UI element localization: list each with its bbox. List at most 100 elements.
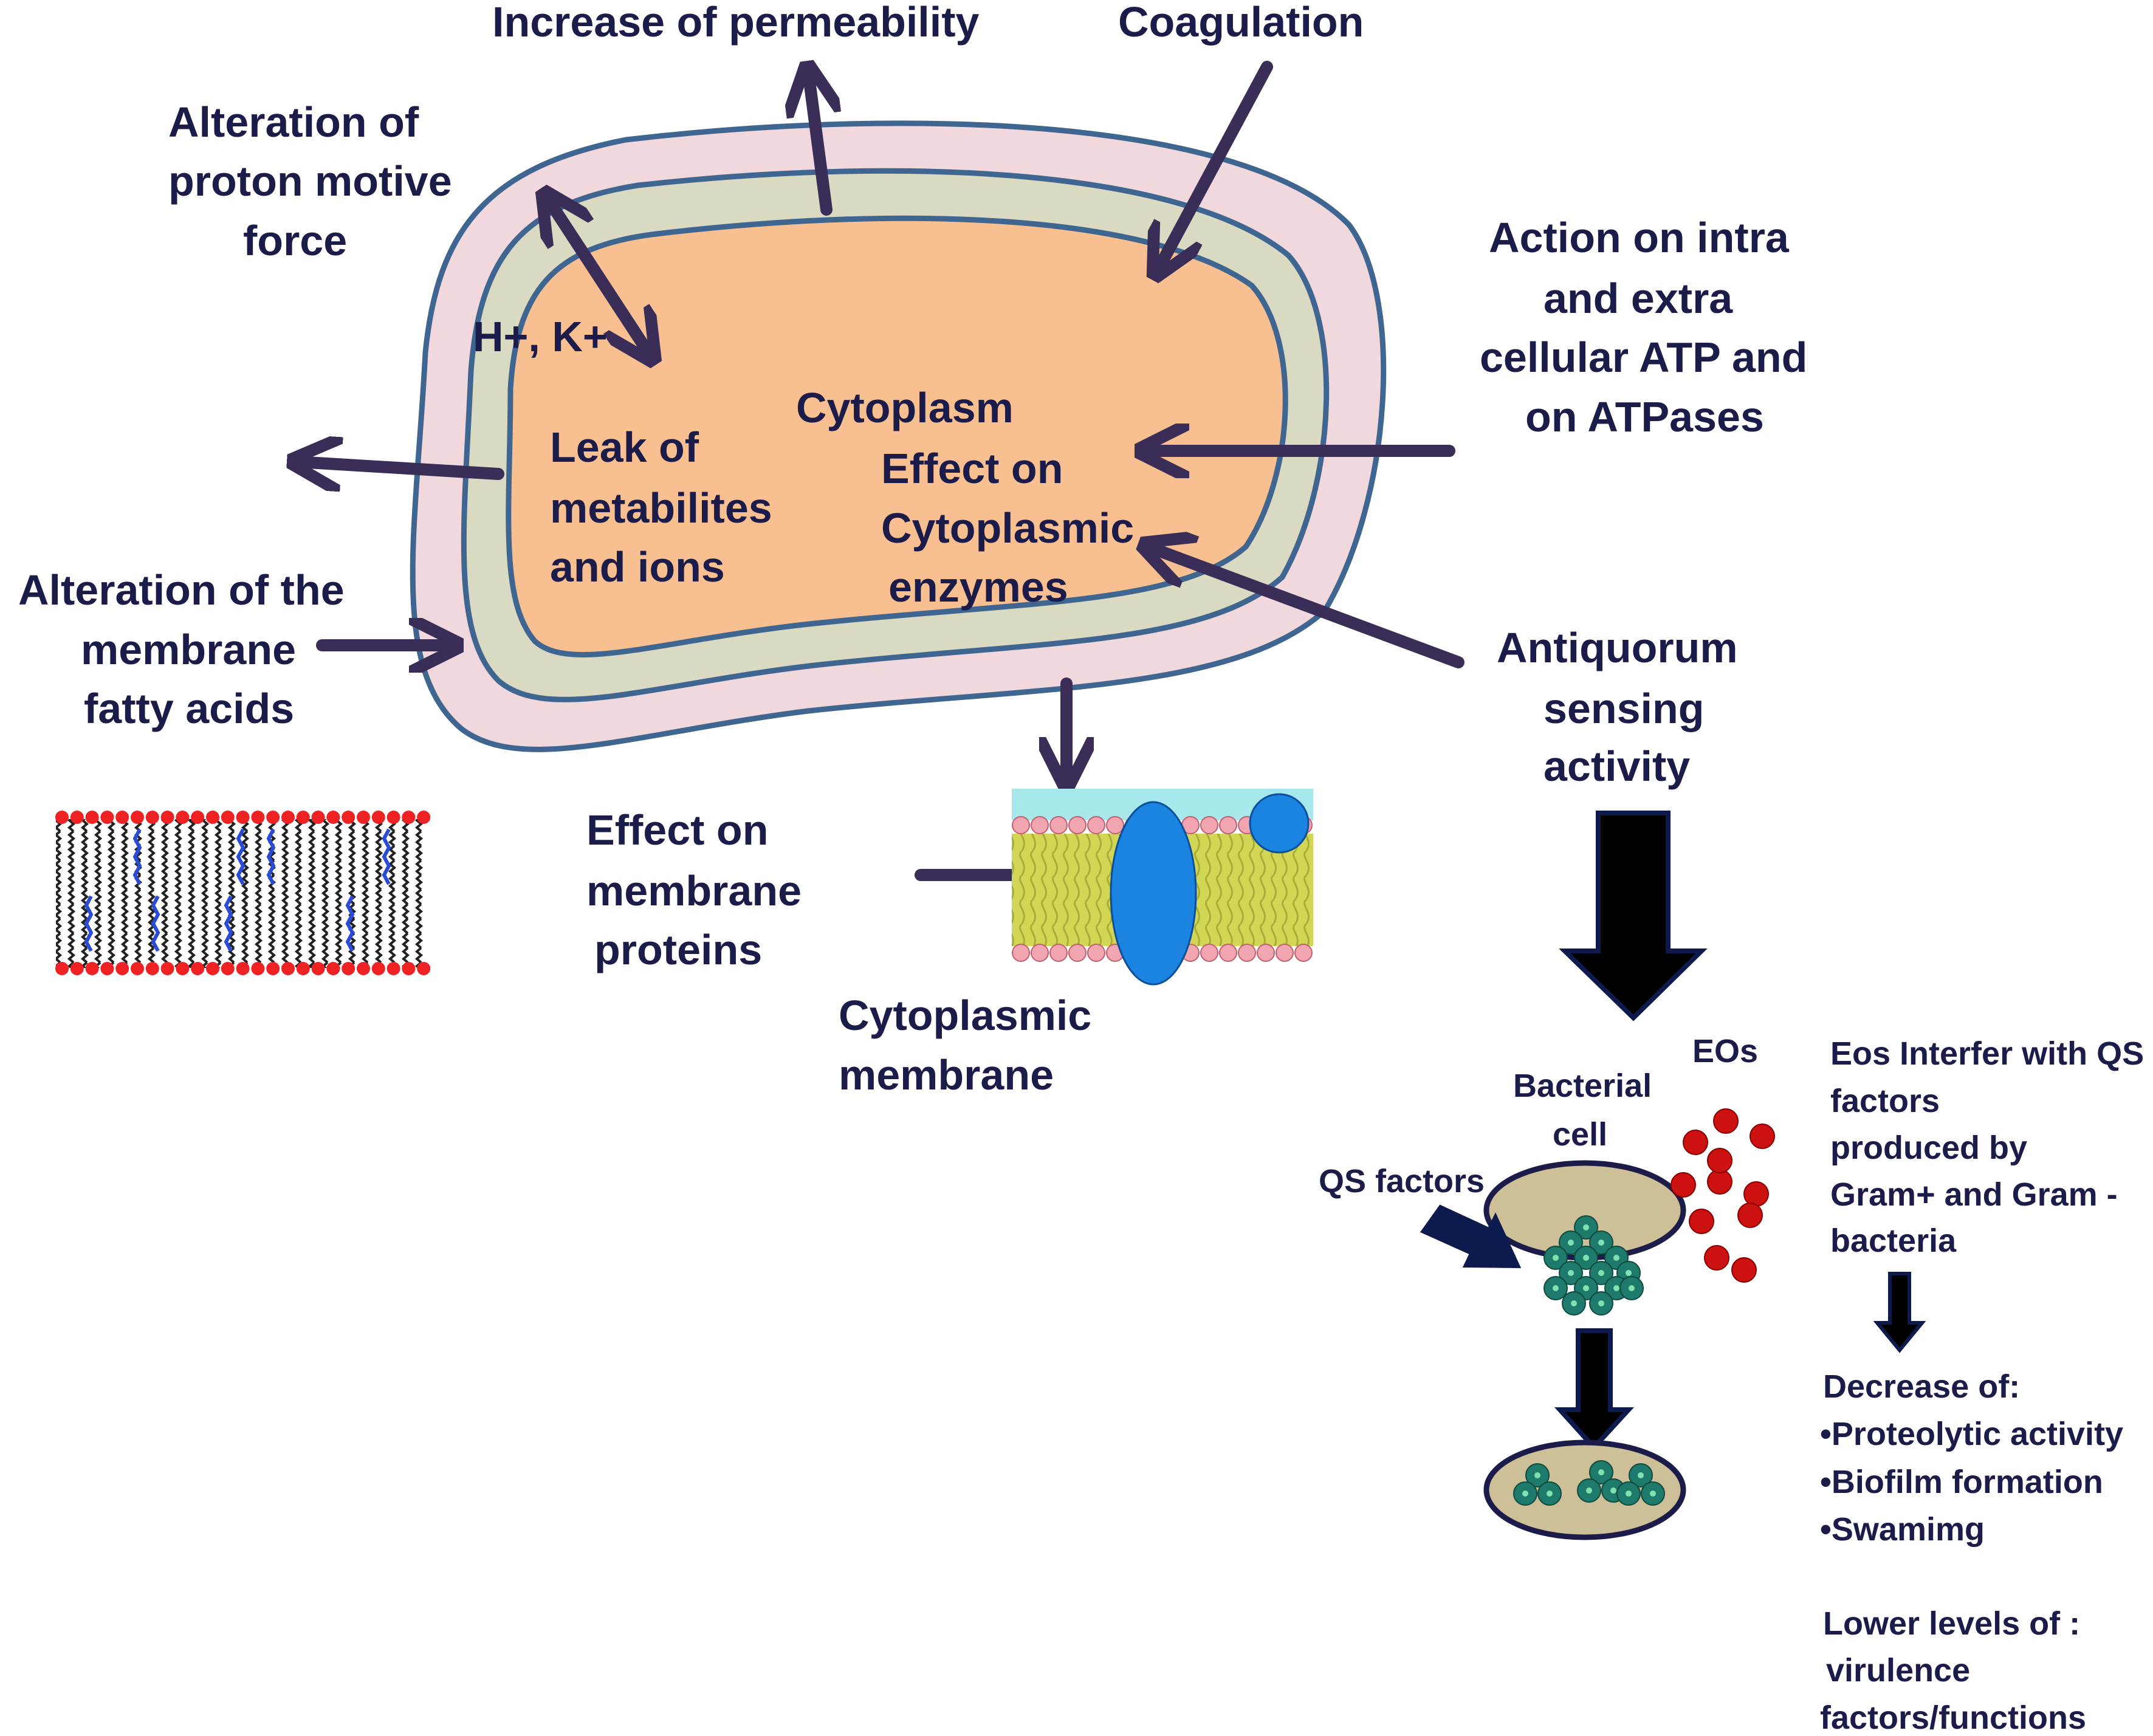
lipid-head [236,811,250,824]
qs-factor-dot-center [1586,1487,1592,1494]
transmembrane-protein [1110,801,1197,986]
lipid-head [55,811,69,824]
arrow-qs-down [1554,1328,1635,1451]
lipid-head [115,811,129,824]
lipid-head [342,962,355,975]
arrow-coagulation [1158,61,1273,270]
label-qs-factors: QS factors [1319,1163,1485,1199]
qs-factor-dot-center [1598,1469,1604,1475]
lipid-head [386,811,400,824]
lipid-head [251,962,265,975]
lipid-head [417,962,431,975]
qs-mechanism [1420,1108,1926,1540]
qs-factor-dot-center [1613,1255,1619,1261]
eos-particle [1704,1245,1729,1271]
eos-particle [1743,1181,1769,1207]
lipid-head [115,962,129,975]
membrane-lipid-head [1087,816,1105,834]
qs-factor-dot-center [1568,1240,1574,1246]
label-enzymes: Effect on Cytoplasmic enzymes [881,445,1146,611]
lipid-head [191,811,205,824]
lipid-head [191,962,205,975]
qs-factor-dot-center [1610,1487,1616,1494]
lipid-head [266,811,280,824]
lipid-head [131,962,144,975]
arrow-antiquorum-to-enzymes [1149,547,1465,668]
lipid-head [176,962,190,975]
membrane-lipid-head [1219,944,1237,962]
lipid-head [296,962,310,975]
lipid-head [281,962,295,975]
label-eos-interfere: Eos Interfer with QS factors produced by… [1830,1035,2153,1259]
qs-factor-dot-center [1547,1491,1553,1497]
qs-factor-dot-center [1598,1240,1604,1246]
eos-particle [1731,1257,1757,1283]
qs-factor-dot-center [1629,1285,1635,1291]
lipid-head [326,811,340,824]
lipid-head [55,962,69,975]
label-cytoplasmic-membrane: Cytoplasmic membrane [839,992,1104,1099]
lipid-head [70,962,84,975]
membrane-lipid-head [1049,944,1068,962]
lipid-head [85,811,99,824]
lipid-head [236,962,250,975]
lipid-head [221,962,235,975]
eos-particle [1713,1108,1739,1134]
lipid-head [145,962,159,975]
qs-factor-dot-center [1583,1285,1589,1291]
eos-particle [1737,1203,1763,1228]
lipid-head [386,962,400,975]
membrane-lipid-head [1106,816,1124,834]
lipid-head [145,811,159,824]
label-atp: Action on intra and extra cellular ATP a… [1480,214,1819,441]
qs-factor-groups-bottom [1513,1460,1665,1506]
arrow-increase-permeability [808,72,826,216]
qs-factor-dot-center [1534,1472,1540,1478]
lipid-head [251,811,265,824]
qs-factor-dot-center [1568,1270,1574,1276]
membrane-lipid-head [1068,816,1087,834]
membrane-lipid-head [1087,944,1105,962]
eos-particle [1707,1148,1732,1173]
membrane-lipid-head [1238,944,1256,962]
lipid-head [70,811,84,824]
eos-particle [1671,1172,1696,1198]
membrane-lipid-head [1031,944,1049,962]
label-eos: EOs [1692,1033,1758,1069]
membrane-lipid-head [1068,944,1087,962]
lipid-head [311,811,325,824]
lipid-head [281,811,295,824]
membrane-lipid-head [1049,816,1068,834]
bacterial-cell-top [1483,1160,1686,1261]
peripheral-protein [1249,793,1310,854]
membrane-lipid-head [1219,816,1237,834]
lipid-head [402,811,416,824]
label-fatty-acids: Alteration of the membrane fatty acids [18,566,356,732]
lipid-head [160,811,174,824]
membrane-lipid-head [1012,816,1030,834]
label-proton-motive: Alteration of proton motive force [168,98,464,264]
arrow-proton-motive [547,197,650,355]
membrane-lipid-head [1200,816,1218,834]
lipid-head [85,962,99,975]
lipid-heads-top [55,811,431,824]
qs-factor-dot-center [1613,1285,1619,1291]
lipid-head [402,962,416,975]
lipid-heads-bottom [55,962,431,975]
arrow-leak [298,462,504,474]
label-antiquorum: Antiquorum sensing activity [1497,624,1750,790]
lipid-head [221,811,235,824]
label-lower-levels: Lower levels of : virulence factors/func… [1820,1605,2089,1736]
lipid-head [100,811,114,824]
arrow-qs-factors [1420,1204,1522,1269]
qs-factor-dot-center [1522,1491,1528,1497]
qs-factor-dot-center [1583,1224,1589,1230]
lipid-head [100,962,114,975]
membrane-lipid-head [1012,944,1030,962]
lipid-head [266,962,280,975]
label-increase-permeability: Increase of permeability [492,0,980,46]
lipid-head [160,962,174,975]
label-bacterial-cell: Bacterial cell [1513,1068,1661,1153]
label-decrease: Decrease of: •Proteolytic activity •Biof… [1820,1368,2132,1548]
